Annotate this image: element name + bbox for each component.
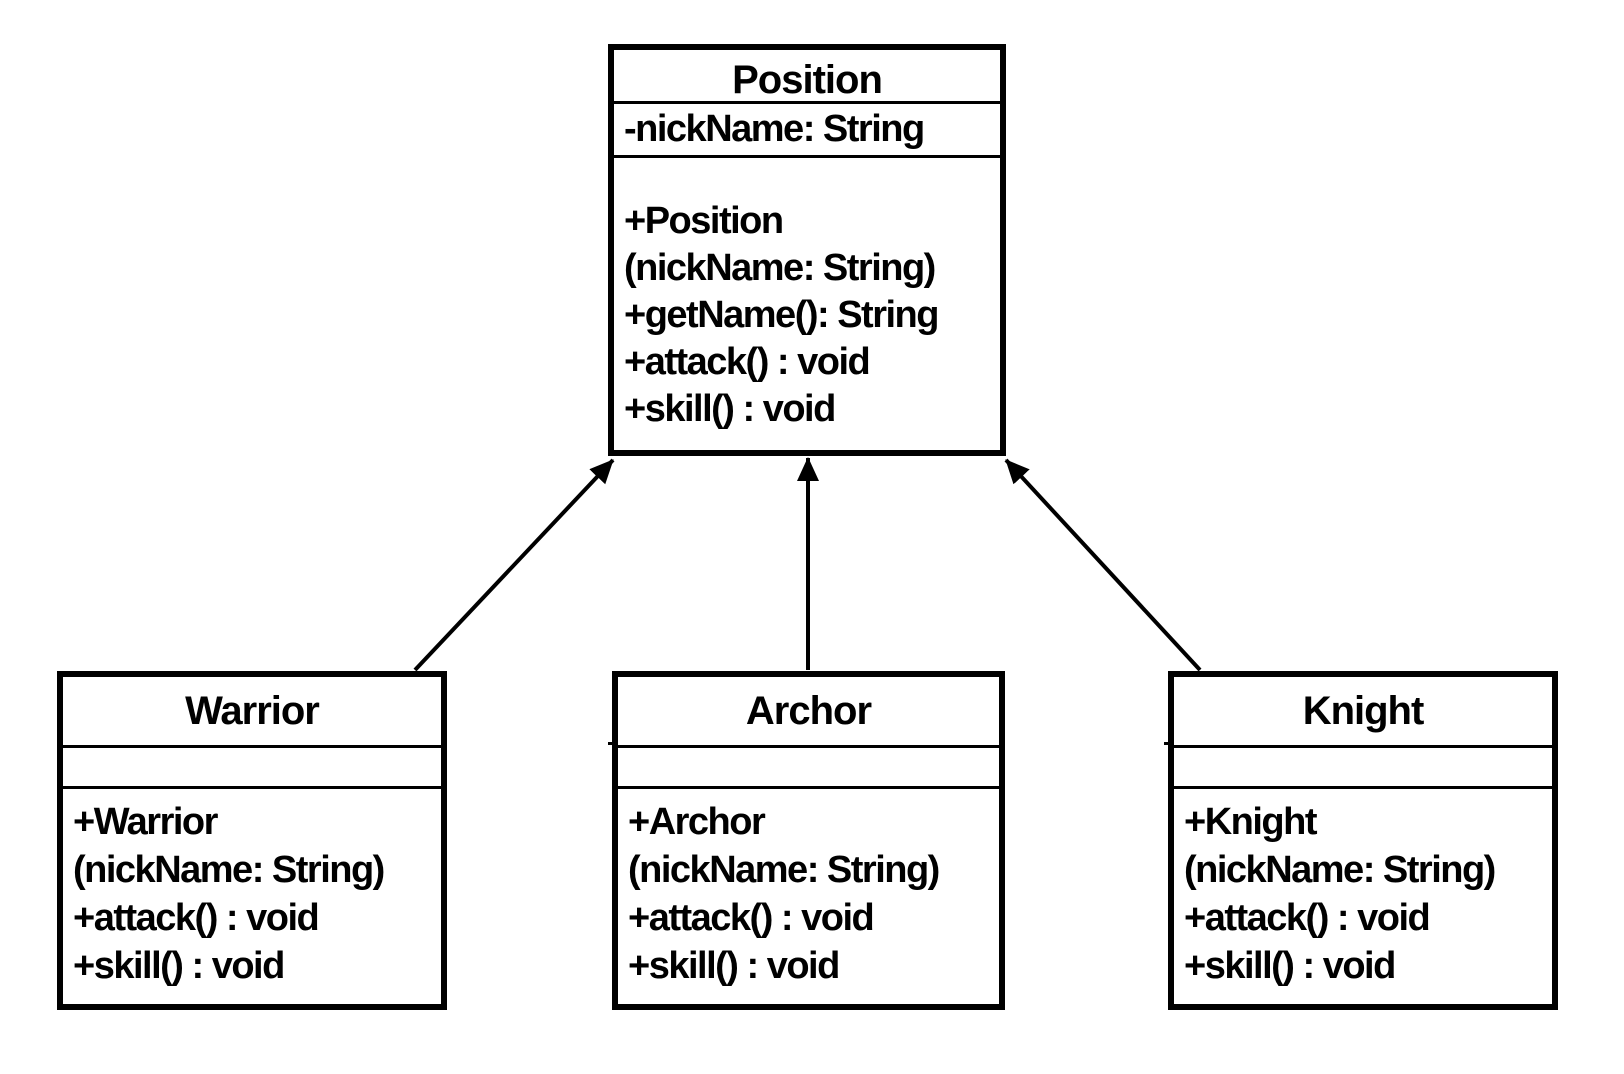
method-line: (nickName: String)	[624, 247, 936, 289]
method-line: +attack() : void	[73, 897, 320, 939]
method-line: +Archor	[628, 801, 766, 843]
inheritance-arrow-warrior-to-position	[413, 458, 615, 672]
method-line: +Warrior	[73, 801, 218, 843]
method-line: +attack() : void	[1184, 897, 1431, 939]
method-line: +skill() : void	[628, 945, 840, 987]
method-line: +attack() : void	[624, 341, 871, 383]
class-box-warrior: Warrior +Warrior (nickName: String) +att…	[57, 671, 447, 1010]
class-box-position: Position -nickName: String +Position (ni…	[608, 44, 1006, 456]
class-name: Archor	[618, 677, 999, 748]
method-line: +Position	[624, 200, 784, 242]
method-line: +Knight	[1184, 801, 1317, 843]
class-name: Warrior	[63, 677, 441, 748]
class-name: Position	[614, 50, 1000, 104]
class-attributes	[1174, 748, 1552, 789]
method-line: (nickName: String)	[73, 849, 385, 891]
class-attributes	[63, 748, 441, 789]
separator-overhang-artifact	[1164, 742, 1174, 745]
class-name: Knight	[1174, 677, 1552, 748]
class-methods: +Knight (nickName: String) +attack() : v…	[1174, 789, 1552, 1004]
method-line: (nickName: String)	[628, 849, 940, 891]
method-line: +attack() : void	[628, 897, 875, 939]
inheritance-arrow-knight-to-position	[1004, 458, 1202, 672]
class-box-archor: Archor +Archor (nickName: String) +attac…	[608, 671, 1005, 1010]
method-line: +skill() : void	[73, 945, 285, 987]
class-attributes	[618, 748, 999, 789]
class-methods: +Position (nickName: String) +getName():…	[614, 158, 1000, 450]
class-box-knight: Knight +Knight (nickName: String) +attac…	[1164, 671, 1558, 1010]
class-methods: +Warrior (nickName: String) +attack() : …	[63, 789, 441, 1004]
method-line: +skill() : void	[1184, 945, 1396, 987]
attribute-line: -nickName: String	[624, 108, 925, 150]
class-methods: +Archor (nickName: String) +attack() : v…	[618, 789, 999, 1004]
method-line: (nickName: String)	[1184, 849, 1496, 891]
method-line: +getName(): String	[624, 294, 939, 336]
class-attributes: -nickName: String	[614, 104, 1000, 158]
separator-overhang-artifact	[608, 742, 618, 745]
method-line: +skill() : void	[624, 388, 836, 430]
